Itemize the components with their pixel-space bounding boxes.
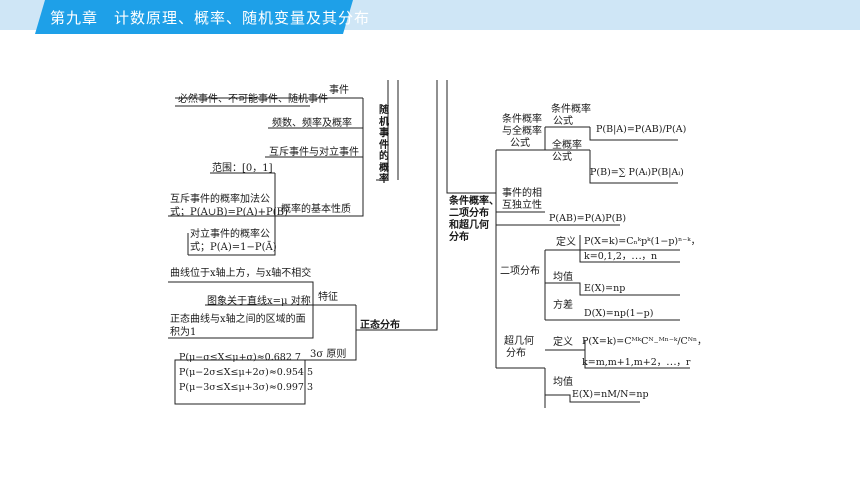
indep-formula: P(AB)=P(A)P(B) xyxy=(549,213,627,224)
total-label1: 全概率 xyxy=(552,140,582,151)
area-line1: 正态曲线与x轴之间的区域的面 xyxy=(170,314,306,325)
binom-var: D(X)=np(1−p) xyxy=(584,308,654,319)
normal-distribution-label: 正态分布 xyxy=(360,320,400,331)
area-line2: 积为1 xyxy=(170,327,197,338)
chapter-title: 第九章 计数原理、概率、随机变量及其分布 xyxy=(50,9,371,27)
complement-formula-line1: 对立事件的概率公 xyxy=(190,229,270,240)
add-formula-line1: 互斥事件的概率加法公 xyxy=(170,194,270,205)
binom-def-line1: P(X=k)=Cₙᵏpᵏ(1−p)ⁿ⁻ᵏ， xyxy=(584,236,701,247)
binom-mean-label: 均值 xyxy=(553,272,573,283)
indep-line2: 互独立性 xyxy=(502,200,542,211)
add-formula-line2: 式；P(A∪B)=P(A)+P(B) xyxy=(170,207,288,218)
cond-formula-label2: 公式 xyxy=(553,116,573,127)
hub-line2: 二项分布 xyxy=(449,208,489,219)
cond-formula-label1: 条件概率 xyxy=(551,104,591,115)
frequency-label: 频数、频率及概率 xyxy=(272,118,352,129)
hyper-line2: 分布 xyxy=(506,348,526,359)
hub-line1: 条件概率、 xyxy=(449,196,499,207)
header-tab xyxy=(35,0,353,34)
binom-def-line2: k=0,1,2，⋯，n xyxy=(584,251,658,262)
sigma-1: P(μ−σ≤X≤μ+σ)≈0.682 7 xyxy=(179,352,301,363)
binom-var-label: 方差 xyxy=(553,300,573,311)
total-formula: P(B)=∑ P(Aᵢ)P(B|Aᵢ) xyxy=(590,167,684,178)
cond-line2: 与全概率 xyxy=(502,126,542,137)
event-label: 事件 xyxy=(329,85,349,96)
cond-line1: 条件概率 xyxy=(502,114,542,125)
mutual-exclusive-label: 互斥事件与对立事件 xyxy=(269,147,359,158)
hub-line3: 和超几何 xyxy=(449,220,489,231)
sigma-3: P(μ−3σ≤X≤μ+3σ)≈0.997 3 xyxy=(179,382,314,393)
binomial-label: 二项分布 xyxy=(500,266,540,277)
indep-line1: 事件的相 xyxy=(502,188,542,199)
curve-above-label: 曲线位于x轴上方，与x轴不相交 xyxy=(170,268,312,279)
symmetric-label: 图象关于直线x=μ 对称 xyxy=(207,296,311,307)
cond-formula: P(B|A)=P(AB)/P(A) xyxy=(596,124,687,135)
hyper-def-line2: k=m,m+1,m+2，⋯，r xyxy=(582,357,691,368)
feature-label: 特征 xyxy=(318,292,338,303)
binom-mean: E(X)=np xyxy=(584,283,626,294)
binom-def-label: 定义 xyxy=(556,237,576,248)
hyper-def-label: 定义 xyxy=(553,337,573,348)
random-event-probability-label: 随机事件的概率 xyxy=(379,105,389,185)
hyper-line1: 超几何 xyxy=(504,336,534,347)
sigma-2: P(μ−2σ≤X≤μ+2σ)≈0.954 5 xyxy=(179,367,314,378)
event-types-label: 必然事件、不可能事件、随机事件 xyxy=(178,94,328,105)
hyper-mean: E(X)=nM/N=np xyxy=(572,389,649,400)
basic-props-label: 概率的基本性质 xyxy=(281,204,351,215)
hub-line4: 分布 xyxy=(449,232,469,243)
range-label: 范围：[0，1] xyxy=(212,163,273,174)
three-sigma-label: 3σ 原则 xyxy=(310,349,347,360)
cond-line3: 公式 xyxy=(510,138,530,149)
hyper-mean-label: 均值 xyxy=(553,377,573,388)
total-label2: 公式 xyxy=(552,152,572,163)
complement-formula-line2: 式；P(A)=1−P(Ā) xyxy=(190,242,277,253)
hyper-def-line1: P(X=k)=CᴹᵏCᴺ₋ᴹⁿ⁻ᵏ/Cᴺⁿ， xyxy=(582,336,707,347)
